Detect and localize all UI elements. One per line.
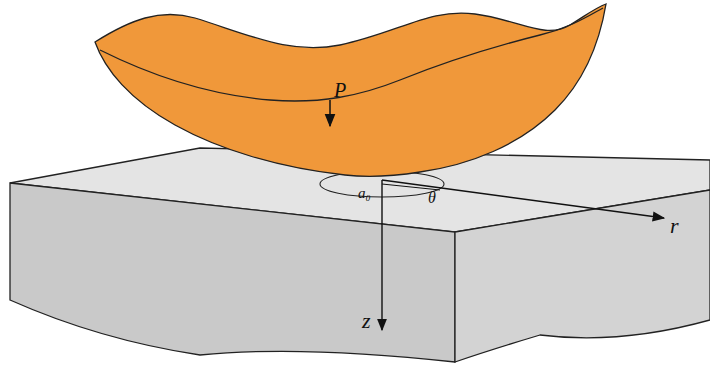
axis-label: z — [362, 310, 371, 332]
load-arrow — [329, 100, 331, 126]
r-axis — [382, 180, 664, 218]
punch-fold — [100, 8, 603, 101]
block-front — [10, 183, 455, 362]
radius-label: a₀ — [358, 186, 371, 201]
block-side — [455, 190, 710, 362]
angle-label: θ — [428, 190, 436, 206]
load-label: P — [334, 80, 346, 100]
punch-surface — [95, 4, 606, 176]
axis-label: r — [670, 215, 679, 237]
z-axis — [381, 180, 382, 330]
